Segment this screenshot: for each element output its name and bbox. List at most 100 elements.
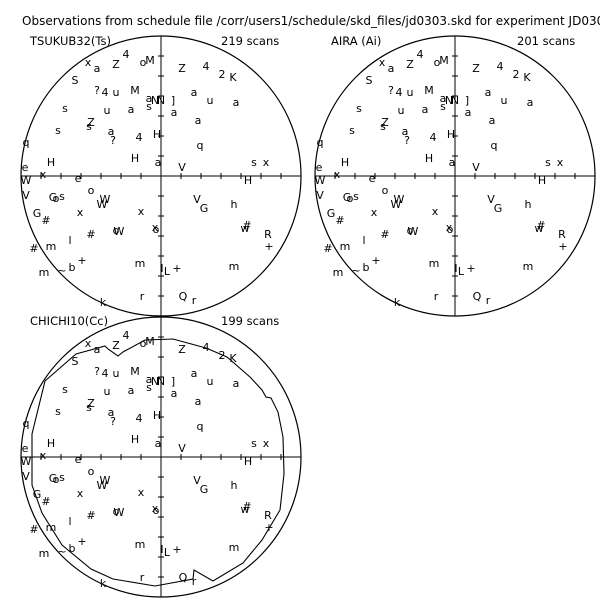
- observation-symbol: W: [114, 225, 125, 238]
- observation-symbol: Z: [381, 116, 389, 129]
- observation-symbol: x: [334, 168, 341, 181]
- observation-symbol: q: [23, 136, 30, 149]
- observation-symbol: 2: [219, 349, 226, 362]
- observation-symbol: #: [242, 219, 251, 232]
- observation-symbol: a: [195, 395, 202, 408]
- observation-symbol: R: [264, 509, 272, 522]
- observation-symbol: a: [465, 106, 472, 119]
- observation-symbol: ?: [94, 365, 100, 378]
- observation-symbol: s: [86, 401, 92, 414]
- observation-symbol: a: [191, 86, 198, 99]
- observation-symbol: V: [22, 470, 30, 483]
- observation-symbol: 4: [203, 341, 210, 354]
- observation-symbol: W: [114, 506, 125, 519]
- observation-symbol: K: [229, 71, 237, 84]
- observation-symbol: a: [155, 437, 162, 450]
- observation-symbol: m: [46, 240, 57, 253]
- observation-symbol: #: [86, 509, 95, 522]
- observation-symbol: s: [251, 156, 257, 169]
- observation-symbol: r: [434, 290, 439, 303]
- observation-symbol: #: [86, 228, 95, 241]
- observation-symbol: w: [241, 503, 250, 516]
- observation-symbol: u: [207, 375, 214, 388]
- observation-symbol: q: [197, 139, 204, 152]
- observation-symbol: R: [558, 228, 566, 241]
- observation-symbol: s: [55, 405, 61, 418]
- observation-symbol: h: [525, 198, 532, 211]
- observation-symbol: u: [113, 86, 120, 99]
- observation-symbol: b: [69, 542, 76, 555]
- observation-symbol: N: [151, 375, 159, 388]
- axis-ticks: [40, 336, 282, 578]
- observation-symbol: H: [244, 174, 252, 187]
- observation-symbol: +: [172, 543, 181, 556]
- observation-symbol: ?: [404, 134, 410, 147]
- observation-symbol: G: [327, 207, 336, 220]
- scan-count: 219 scans: [221, 34, 279, 48]
- observation-symbol: ]: [171, 375, 175, 388]
- observation-symbol: S: [72, 74, 79, 87]
- observation-symbol: 4: [136, 412, 143, 425]
- observation-symbol: 4: [123, 329, 130, 342]
- observation-symbol: W: [315, 174, 326, 187]
- observation-symbol: a: [388, 62, 395, 75]
- scan-count: 199 scans: [221, 314, 279, 328]
- observation-symbol: r: [192, 294, 197, 307]
- observation-symbol: a: [108, 406, 115, 419]
- observation-symbol: G: [343, 191, 352, 204]
- observation-symbol: m: [46, 521, 57, 534]
- observation-symbol: G: [33, 488, 42, 501]
- observation-symbol: Z: [87, 116, 95, 129]
- observation-symbol: ?: [110, 134, 116, 147]
- observation-symbol: s: [146, 100, 152, 113]
- observation-symbol: u: [104, 104, 111, 117]
- observation-symbol: ~: [351, 264, 360, 277]
- observation-symbol: 4: [430, 131, 437, 144]
- observation-symbol: x: [446, 221, 453, 234]
- observation-symbol: a: [94, 62, 101, 75]
- observation-symbol: G: [33, 207, 42, 220]
- observation-symbol: +: [558, 240, 567, 253]
- observation-symbol: ~: [57, 264, 66, 277]
- observation-symbol: s: [62, 383, 68, 396]
- observation-symbol: V: [193, 474, 201, 487]
- observation-symbol: a: [440, 92, 447, 105]
- observation-symbol: u: [407, 86, 414, 99]
- observation-symbol: a: [191, 367, 198, 380]
- observation-symbol: H: [447, 128, 455, 141]
- observation-symbol: W: [394, 193, 405, 206]
- observation-symbol: l: [160, 262, 163, 275]
- observation-symbol: H: [153, 409, 161, 422]
- observation-symbol: x: [263, 437, 270, 450]
- observation-symbol: W: [97, 198, 108, 211]
- observation-symbol: 4: [102, 86, 109, 99]
- observation-symbol: G: [49, 191, 58, 204]
- observation-symbol: M: [145, 335, 155, 348]
- observation-symbol: k: [394, 296, 401, 309]
- observation-symbol: a: [94, 343, 101, 356]
- observation-symbol: #: [536, 219, 545, 232]
- observation-symbol: H: [425, 152, 433, 165]
- observation-symbol: a: [233, 96, 240, 109]
- observation-symbol: V: [22, 189, 30, 202]
- observation-symbol: #: [29, 523, 38, 536]
- observation-symbol: x: [263, 156, 270, 169]
- observation-symbol: W: [21, 455, 32, 468]
- observation-symbol: K: [229, 352, 237, 365]
- observation-symbol: a: [233, 377, 240, 390]
- observation-symbol: q: [23, 417, 30, 430]
- observation-symbol: m: [523, 260, 534, 273]
- observation-symbol: W: [100, 474, 111, 487]
- observation-symbol: H: [47, 156, 55, 169]
- observation-symbol: V: [472, 161, 480, 174]
- observation-symbol: #: [380, 228, 389, 241]
- observation-symbol: e: [22, 442, 29, 455]
- observation-symbol: l: [362, 234, 365, 247]
- observation-symbol: Z: [112, 58, 120, 71]
- observation-symbol: h: [231, 198, 238, 211]
- observation-symbol: o: [88, 465, 95, 478]
